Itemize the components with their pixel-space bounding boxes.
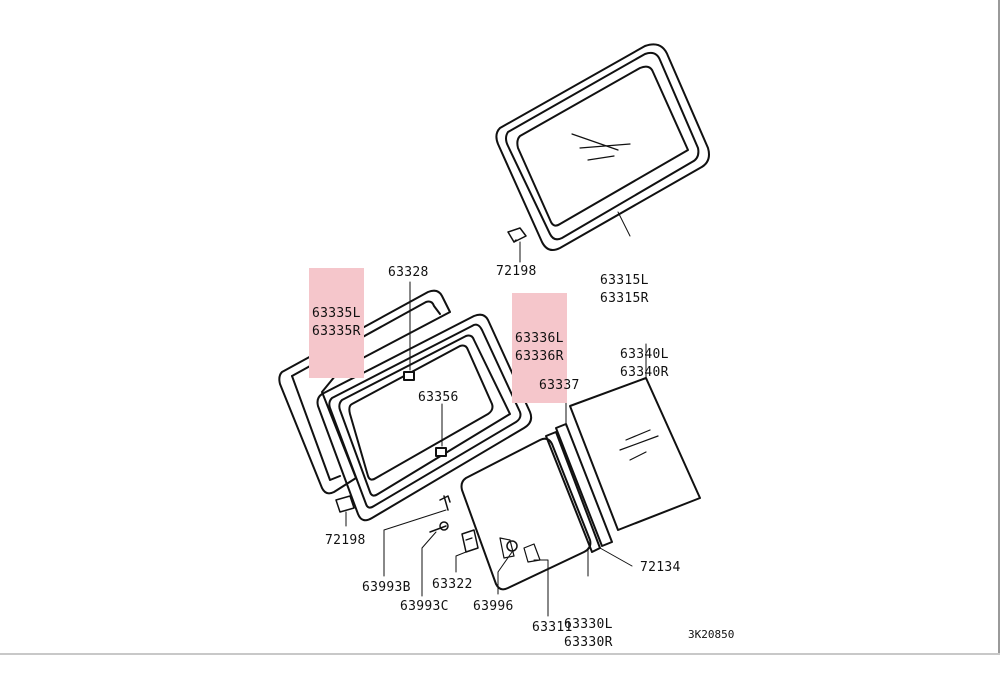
latch-63322 xyxy=(461,529,479,553)
sliding-glass-63330 xyxy=(460,437,592,591)
part-63337-label[interactable]: 63337 xyxy=(539,378,580,393)
fastener-63993C xyxy=(429,521,449,533)
fixed-glass-63340 xyxy=(569,377,701,531)
weatherstrip-63335 xyxy=(278,289,451,495)
right-edge xyxy=(998,0,1000,655)
fastener-63993B xyxy=(439,495,451,511)
part-72198-upper-label[interactable]: 72198 xyxy=(496,264,537,279)
part-63996-label[interactable]: 63996 xyxy=(473,599,514,614)
window-frame-63336 xyxy=(316,313,533,522)
quarter-glass-upper xyxy=(495,43,710,251)
diagram-drawing xyxy=(278,43,710,617)
part-63328-label[interactable]: 63328 xyxy=(388,265,429,280)
part-72134-label[interactable]: 72134 xyxy=(640,560,681,575)
diagram-code: 3K20850 xyxy=(688,628,735,641)
clip-72198-lower xyxy=(335,495,355,513)
part-63993C-label[interactable]: 63993C xyxy=(400,599,449,614)
part-63356-label[interactable]: 63356 xyxy=(418,390,459,405)
part-63993B-label[interactable]: 63993B xyxy=(362,580,411,595)
bottom-edge xyxy=(0,653,1000,655)
part-63311-label[interactable]: 63311 xyxy=(532,620,573,635)
clip-72198-upper xyxy=(507,227,527,243)
part-72198-lower-label[interactable]: 72198 xyxy=(325,533,366,548)
part-63322-label[interactable]: 63322 xyxy=(432,577,473,592)
